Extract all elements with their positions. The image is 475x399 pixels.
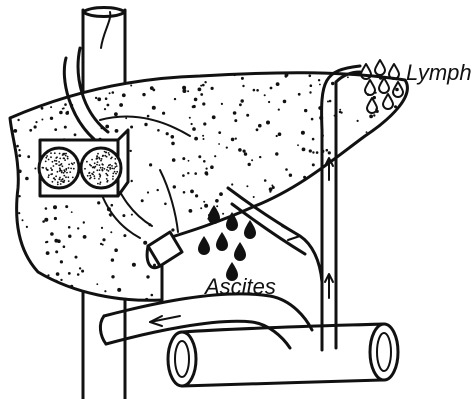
return-tube <box>100 294 312 348</box>
sinusoid-box <box>39 130 128 196</box>
subclavian-vein <box>168 324 398 386</box>
lymph-label: Lymph <box>406 60 472 85</box>
ascites-label: Ascites <box>203 274 276 299</box>
